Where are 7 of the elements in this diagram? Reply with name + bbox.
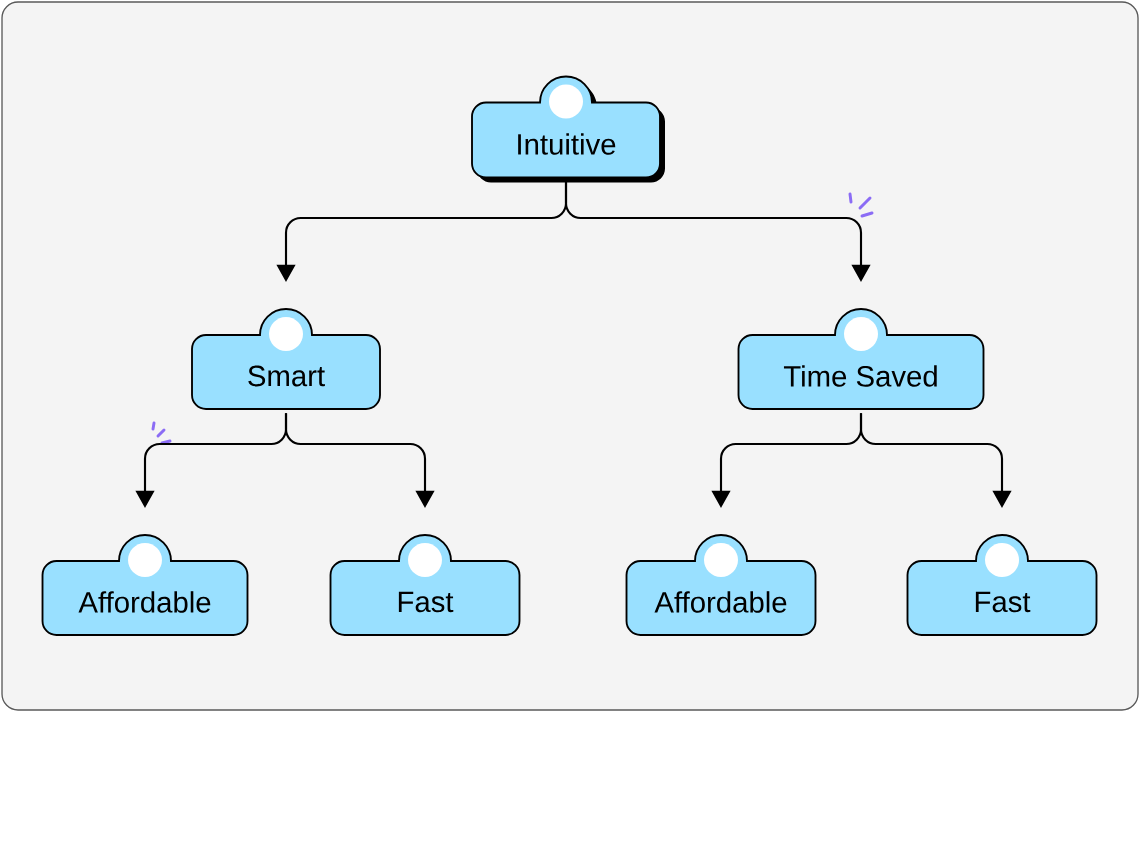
process-box: Smart: [191, 308, 381, 410]
process-box: Fast: [329, 534, 521, 636]
process-box: Intuitive: [471, 75, 665, 183]
process-box: Time Saved: [737, 308, 985, 410]
process-box: Fast: [906, 534, 1098, 636]
process-box: Affordable: [625, 534, 817, 636]
process-box: Affordable: [41, 534, 249, 636]
